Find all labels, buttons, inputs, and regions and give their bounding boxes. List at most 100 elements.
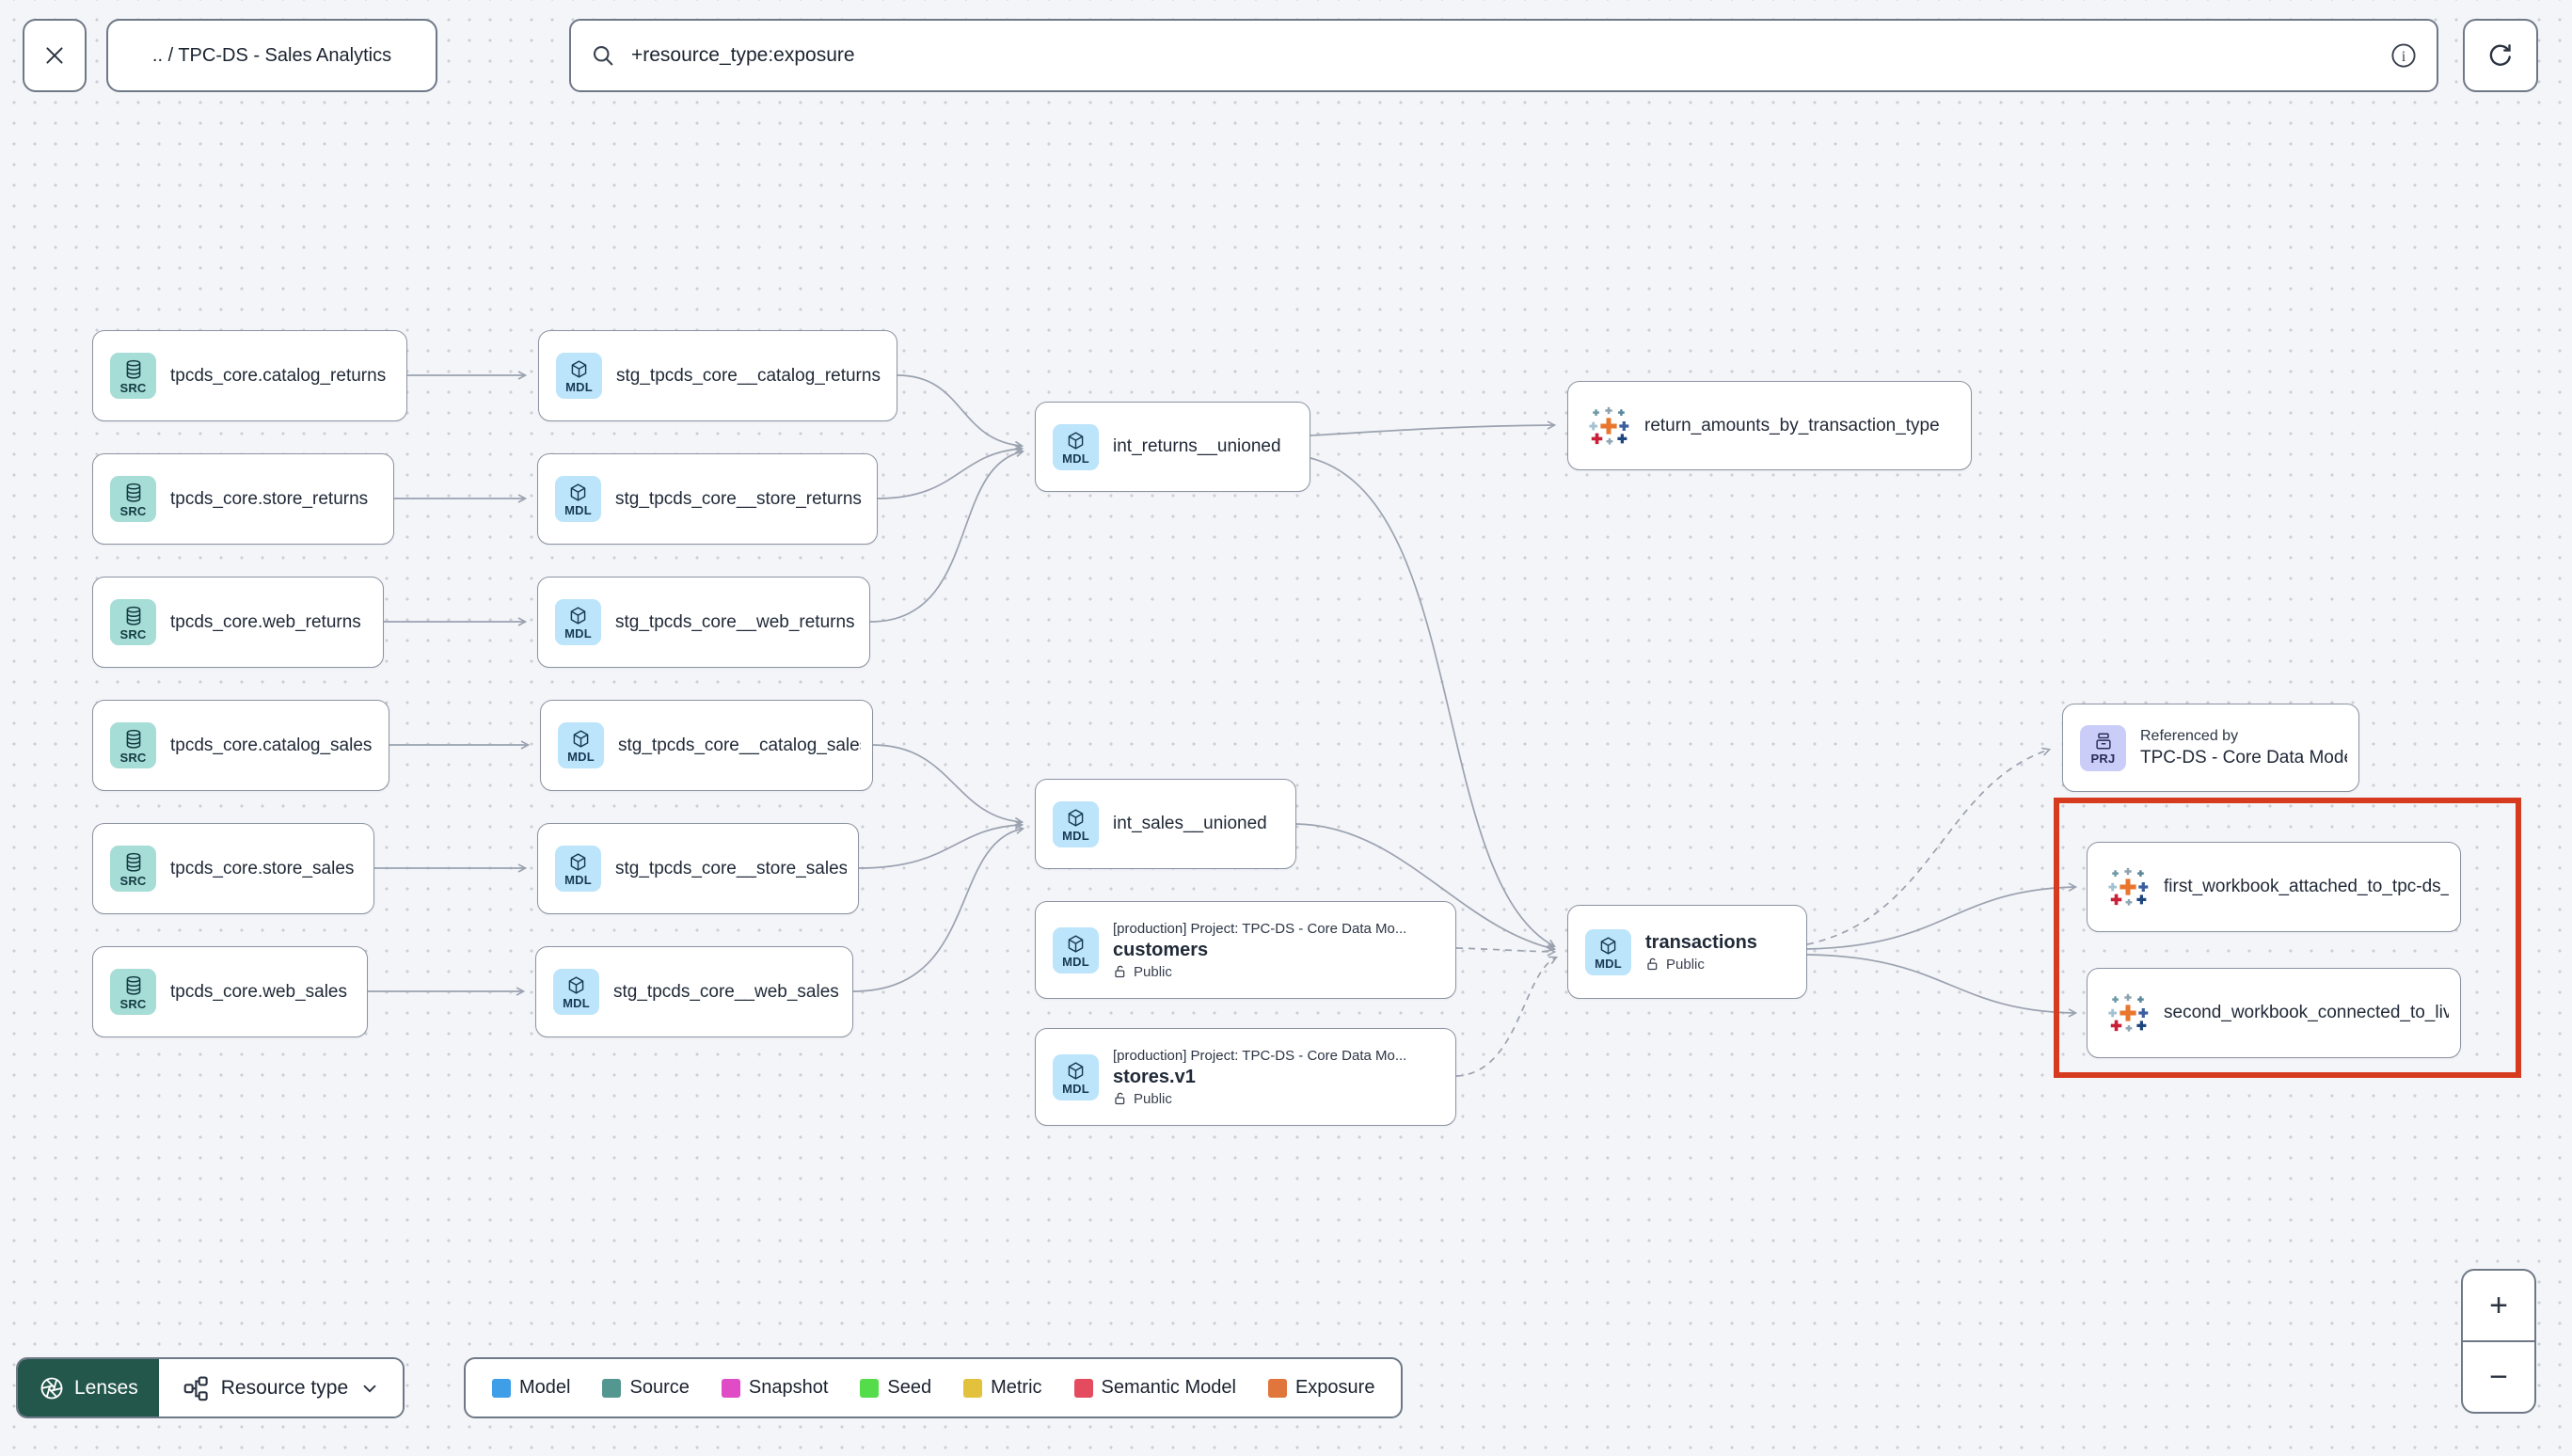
resource-badge-label: MDL (564, 503, 592, 517)
resource-badge: MDL (1585, 928, 1631, 975)
node-title: second_workbook_connected_to_live... (2164, 1003, 2449, 1022)
node-stg-catalog-sales[interactable]: MDL stg_tpcds_core__catalog_sales (540, 700, 873, 791)
node-title: TPC-DS - Core Data Models (2140, 747, 2347, 768)
node-src-store-sales[interactable]: SRC tpcds_core.store_sales (92, 823, 374, 914)
database-icon (122, 605, 145, 627)
node-title: stg_tpcds_core__catalog_sales (618, 735, 861, 755)
legend-label: Metric (991, 1377, 1042, 1398)
resource-badge-label: SRC (119, 503, 147, 518)
aperture-icon (39, 1375, 65, 1401)
node-title: stores.v1 (1113, 1066, 1196, 1087)
database-icon (122, 974, 145, 997)
legend-color-chip (1073, 1378, 1093, 1398)
legend-color-chip (602, 1378, 622, 1398)
node-int-sales[interactable]: MDL int_sales__unioned (1035, 779, 1296, 869)
legend-color-chip (1267, 1378, 1287, 1398)
node-title: tpcds_core.catalog_returns (170, 365, 387, 386)
zoom-out-button[interactable]: − (2489, 1358, 2508, 1395)
resource-badge: SRC (110, 353, 156, 399)
zoom-control: + − (2461, 1269, 2536, 1414)
node-title: stg_tpcds_core__store_sales (615, 858, 847, 878)
node-title: int_returns__unioned (1113, 436, 1281, 456)
refresh-button[interactable] (2463, 19, 2538, 92)
node-title: int_sales__unioned (1113, 814, 1267, 833)
resource-badge-label: MDL (567, 750, 595, 764)
node-int-returns[interactable]: MDL int_returns__unioned (1035, 402, 1310, 492)
project-icon (2093, 731, 2114, 752)
resource-badge: SRC (110, 969, 156, 1015)
legend-color-chip (492, 1378, 511, 1398)
legend-color-chip (860, 1378, 880, 1398)
legend-item-metric: Metric (963, 1377, 1042, 1399)
resource-badge: MDL (1053, 800, 1099, 847)
tableau-icon (2106, 991, 2150, 1035)
node-stg-catalog-returns[interactable]: MDL stg_tpcds_core__catalog_returns (538, 330, 897, 421)
search-input[interactable] (629, 43, 2376, 68)
legend-item-model: Model (492, 1377, 570, 1399)
chevron-down-icon (359, 1378, 380, 1399)
zoom-in-button[interactable]: + (2489, 1287, 2508, 1323)
close-button[interactable] (23, 19, 87, 92)
node-src-catalog-returns[interactable]: SRC tpcds_core.catalog_returns (92, 330, 407, 421)
resource-badge-label: MDL (565, 380, 593, 394)
node-stores[interactable]: MDL[production] Project: TPC-DS - Core D… (1035, 1028, 1456, 1126)
search-bar: i (569, 19, 2438, 92)
resource-badge-label: MDL (1062, 828, 1089, 843)
breadcrumb-label: .. / TPC-DS - Sales Analytics (151, 44, 392, 66)
cube-icon (570, 728, 592, 750)
resource-badge: MDL (556, 353, 602, 399)
cube-icon (567, 851, 589, 873)
legend-label: Semantic Model (1101, 1377, 1236, 1398)
resource-badge-label: SRC (119, 750, 147, 765)
legend-color-chip (963, 1378, 983, 1398)
access-badge: Public (1113, 1091, 1406, 1107)
search-icon (590, 42, 616, 69)
close-icon (42, 43, 67, 68)
resource-badge: MDL (1053, 423, 1099, 470)
resource-badge-label: MDL (1062, 1081, 1089, 1096)
node-src-catalog-sales[interactable]: SRC tpcds_core.catalog_sales (92, 700, 389, 791)
node-wb1[interactable]: first_workbook_attached_to_tpc-ds_-_... (2087, 842, 2461, 932)
lock-open-icon (1645, 957, 1660, 973)
legend-item-semantic-model: Semantic Model (1073, 1377, 1236, 1399)
resource-badge-label: MDL (1595, 956, 1622, 971)
breadcrumb[interactable]: .. / TPC-DS - Sales Analytics (106, 19, 437, 92)
info-icon[interactable]: i (2389, 41, 2418, 70)
access-label: Public (1134, 1090, 1172, 1107)
node-title: stg_tpcds_core__catalog_returns (616, 365, 881, 386)
node-customers[interactable]: MDL[production] Project: TPC-DS - Core D… (1035, 901, 1456, 999)
cube-icon (1065, 807, 1087, 829)
node-wb2[interactable]: second_workbook_connected_to_live... (2087, 968, 2461, 1058)
cube-icon (567, 605, 589, 626)
node-title: tpcds_core.store_sales (170, 858, 355, 878)
cube-icon (567, 482, 589, 503)
resource-type-button[interactable]: Resource type (158, 1359, 404, 1416)
resource-badge-label: MDL (563, 996, 590, 1010)
resource-badge-label: SRC (119, 873, 147, 888)
database-icon (122, 482, 145, 504)
resource-type-icon (182, 1374, 210, 1402)
node-title: first_workbook_attached_to_tpc-ds_-_... (2164, 877, 2449, 896)
resource-badge-label: SRC (119, 626, 147, 641)
node-title: customers (1113, 939, 1209, 960)
svg-text:i: i (2402, 49, 2406, 65)
access-badge: Public (1113, 964, 1406, 980)
lenses-button[interactable]: Lenses (18, 1359, 159, 1416)
node-title: tpcds_core.catalog_sales (170, 735, 373, 755)
legend-color-chip (721, 1378, 740, 1398)
resource-badge-label: SRC (119, 380, 147, 395)
legend-label: Snapshot (748, 1377, 829, 1398)
node-exp-return-amounts[interactable]: return_amounts_by_transaction_type (1567, 381, 1972, 470)
resource-badge-label: MDL (1062, 451, 1089, 466)
cube-icon (1065, 430, 1087, 451)
